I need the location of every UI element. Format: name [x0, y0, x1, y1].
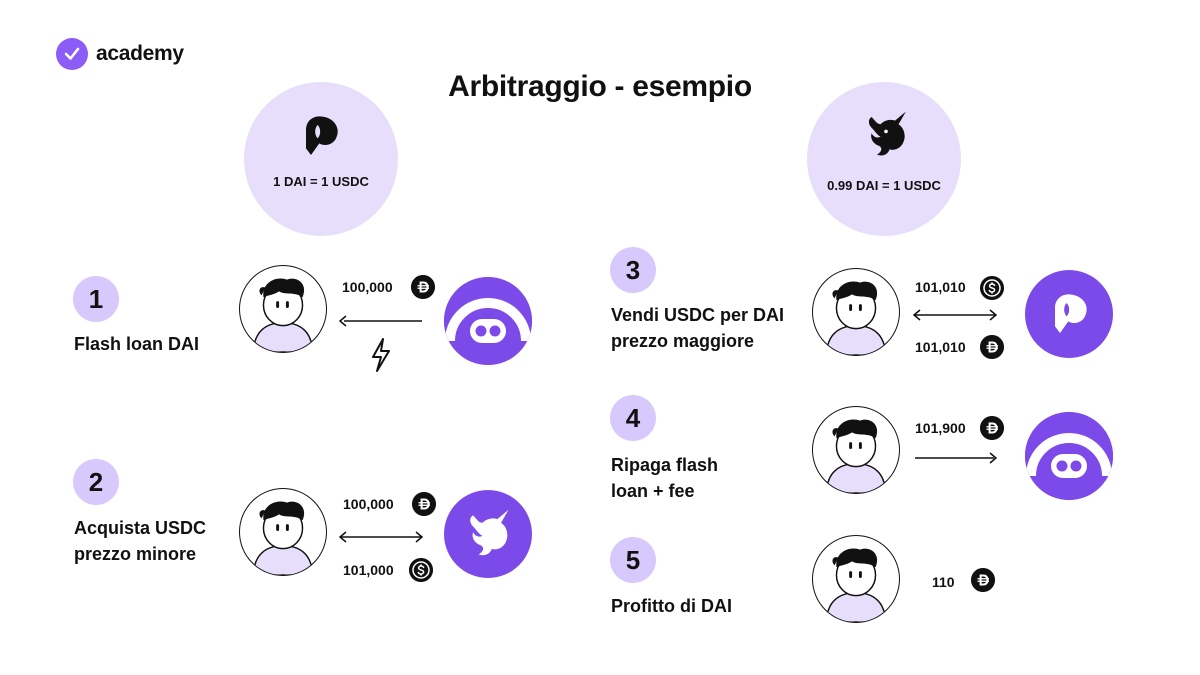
arrow-left-icon: [338, 315, 422, 327]
person-avatar: [239, 488, 327, 576]
profit-amount: 110: [932, 574, 955, 590]
person-avatar: [812, 406, 900, 494]
step-4-label: Ripaga flash loan + fee: [611, 455, 719, 501]
brand-logo: academy: [56, 38, 184, 70]
exchange-logo-icon: [1025, 270, 1113, 358]
dex-circle-2: 0.99 DAI = 1 USDC: [807, 82, 961, 236]
checkmark-icon: [56, 38, 88, 70]
step-2-amount-in: 101,000: [343, 562, 394, 578]
exchange-rate: 1 DAI = 1 USDC: [273, 174, 369, 189]
brand-name: academy: [96, 42, 184, 65]
step-5-badge: 5: [610, 537, 656, 583]
step-3-badge: 3: [610, 247, 656, 293]
step-3-label: Vendi USDC per DAI prezzo maggiore: [611, 305, 785, 351]
arrow-both-icon: [338, 531, 424, 543]
step-4-amount: 101,900: [915, 420, 966, 436]
step-4-badge: 4: [610, 395, 656, 441]
step-3-amount-out: 101,010: [915, 279, 966, 295]
unicorn-logo-icon: [859, 108, 913, 162]
dai-token-icon: [980, 416, 1004, 440]
arrow-both-icon: [912, 309, 998, 321]
person-avatar: [812, 535, 900, 623]
arrow-right-icon: [915, 452, 998, 464]
step-3-amount-in: 101,010: [915, 339, 966, 355]
lender-logo-icon: [444, 277, 532, 365]
exchange-rate: 0.99 DAI = 1 USDC: [827, 178, 941, 193]
step-2-label: Acquista USDC prezzo minore: [74, 518, 207, 564]
unicorn-logo-icon: [444, 490, 532, 578]
page-title: Arbitraggio - esempio: [448, 70, 752, 103]
dex-circle-1: 1 DAI = 1 USDC: [244, 82, 398, 236]
dai-token-icon: [980, 335, 1004, 359]
step-1-label: Flash loan DAI: [74, 334, 200, 354]
lender-logo-icon: [1025, 412, 1113, 500]
step-1-amount: 100,000: [342, 279, 393, 295]
lightning-icon: [372, 338, 390, 372]
usdc-token-icon: [980, 276, 1004, 300]
step-2-badge: 2: [73, 459, 119, 505]
person-avatar: [812, 268, 900, 356]
step-5-label: Profitto di DAI: [611, 596, 732, 616]
dai-token-icon: [412, 492, 436, 516]
exchange-logo-icon: [296, 110, 346, 160]
step-2-amount-out: 100,000: [343, 496, 394, 512]
usdc-token-icon: [409, 558, 433, 582]
dai-token-icon: [411, 275, 435, 299]
step-1-badge: 1: [73, 276, 119, 322]
dai-token-icon: [971, 568, 995, 592]
person-avatar: [239, 265, 327, 353]
